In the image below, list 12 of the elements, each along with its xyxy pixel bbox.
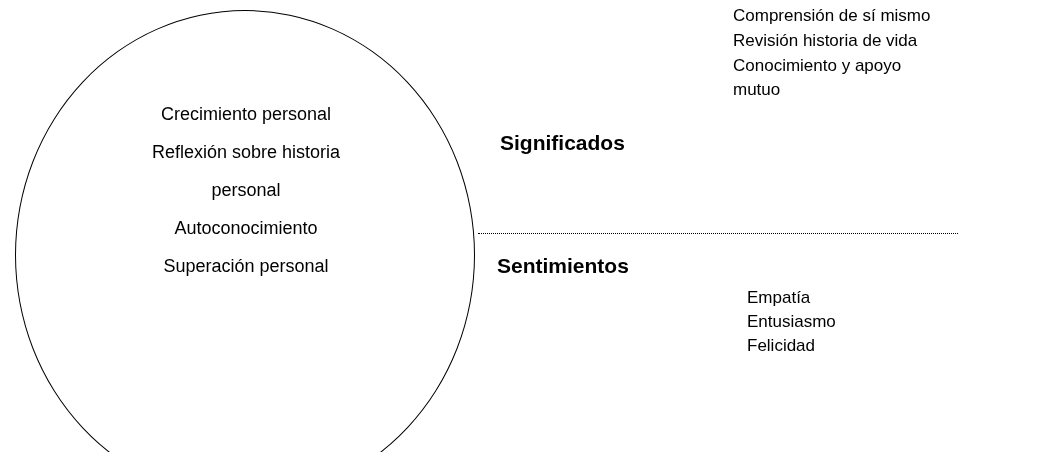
section-heading: Significados: [500, 131, 625, 155]
list-item: Revisión historia de vida: [733, 30, 918, 52]
list-item: Entusiasmo: [747, 311, 836, 333]
circle-text: Superación personal: [162, 255, 330, 278]
circle-text: Crecimiento personal: [159, 103, 333, 126]
list-item: Comprensión de sí mismo: [733, 5, 931, 27]
list-item: Conocimiento y apoyo mutuo: [733, 55, 903, 101]
circle-text: Reflexión sobre historia personal: [150, 141, 342, 202]
list-item: Felicidad: [747, 335, 816, 357]
section-heading: Sentimientos: [497, 254, 629, 278]
circle-text: Autoconocimiento: [173, 217, 319, 240]
list-item: Empatía: [747, 287, 811, 309]
